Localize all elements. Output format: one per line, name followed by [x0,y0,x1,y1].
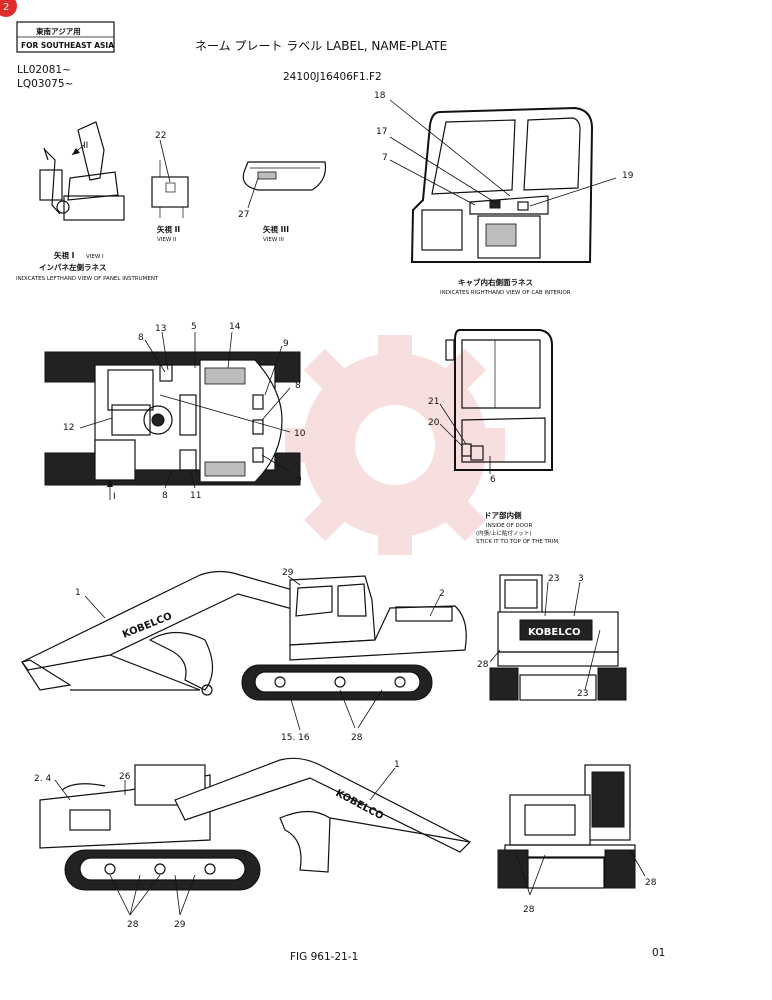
door-en: INSIDE OF DOOR [486,523,532,529]
view2-mark: II [83,141,88,151]
callout-29b: 29 [174,920,186,930]
callout-1b: 1 [394,760,400,770]
callout-10: 10 [294,429,306,439]
seat-panel-view [39,121,125,221]
door-note-en: STICK IT TO TOP OF THE TRIM [476,539,558,545]
callout-23b: 23 [577,689,588,699]
top-view-excavator [44,331,301,500]
callout-8c: 8 [162,491,168,501]
view1-desc: INDICATES LEFTHAND VIEW OF PANEL INSTRUM… [16,276,159,282]
view1-jp: インパネ左側ラネス [39,262,107,272]
region-box: 東南アジア用 FOR SOUTHEAST ASIA [16,21,115,53]
callout-24: 2. 4 [34,774,51,784]
callout-9a: 9 [283,339,289,349]
side-view-right: KOBELCO [39,757,472,916]
figure-number: FIG 961-21-1 [290,951,358,963]
view2-drawing [151,139,189,218]
serial-2: LQ03075~ [17,78,73,90]
callout-28d: 28 [523,905,535,915]
serial-1: LL02081~ [17,64,71,76]
callout-28e: 28 [645,878,657,888]
side-view-left: KOBELCO [21,570,467,731]
region-en: FOR SOUTHEAST ASIA [21,41,114,50]
callout-13: 13 [155,324,166,334]
callout-21: 21 [428,397,439,407]
callout-7: 7 [382,153,388,163]
callout-28a: 28 [351,733,363,743]
door-interior-view [439,329,553,474]
callout-9b: 9 [296,475,302,485]
page-number: 01 [652,947,665,959]
view2-en: VIEW II [157,237,177,243]
region-jp: 東南アジア用 [36,26,81,36]
page-badge: 2 [0,0,17,17]
callout-11: 11 [190,491,201,501]
callout-8b: 8 [295,381,301,391]
rear-view: KOBELCO [489,574,627,701]
callout-5: 5 [191,322,197,332]
callout-1a: 1 [75,588,81,598]
view2-title: 矢視 II [157,224,180,234]
part-code: 24100J16406F1.F2 [283,71,382,83]
page-badge-label: 2 [3,2,9,13]
callout-2a: 2 [439,589,445,599]
callout-1516: 15. 16 [281,733,310,743]
view3-en: VIEW III [263,237,284,243]
callout-23a: 23 [548,574,559,584]
callout-14: 14 [229,322,241,332]
view3-title: 矢視 III [263,224,289,234]
cab-desc: INDICATES RIGHTHAND VIEW OF CAB INTERIOR [440,290,571,296]
view3-drawing [242,161,327,209]
brand-rear: KOBELCO [528,627,580,638]
callout-28c: 28 [127,920,139,930]
callout-19: 19 [622,171,634,181]
page-title: ネーム プレート ラベル LABEL, NAME-PLATE [195,39,447,53]
door-note-jp: (内張/上に貼付ノット) [476,529,532,537]
cab-interior-view [389,99,617,263]
door-jp: ドア部内側 [484,510,522,520]
view1-arrow-label: I [113,492,116,502]
callout-8a: 8 [138,333,144,343]
callout-6: 6 [490,475,496,485]
callout-29a: 29 [282,568,294,578]
callout-12: 12 [63,423,74,433]
cab-jp: キャブ内右側面ラネス [458,277,533,287]
callout-3: 3 [578,574,584,584]
callout-22: 22 [155,131,166,141]
view1-title: 矢視 I [54,250,75,260]
view1-en: VIEW I [86,254,104,260]
callout-18: 18 [374,91,386,101]
callout-27: 27 [238,210,249,220]
callout-26: 26 [119,772,131,782]
front-view [497,764,646,896]
callout-17: 17 [376,127,387,137]
callout-28b: 28 [477,660,489,670]
callout-20: 20 [428,418,440,428]
watermark-gear-icon [285,335,505,555]
